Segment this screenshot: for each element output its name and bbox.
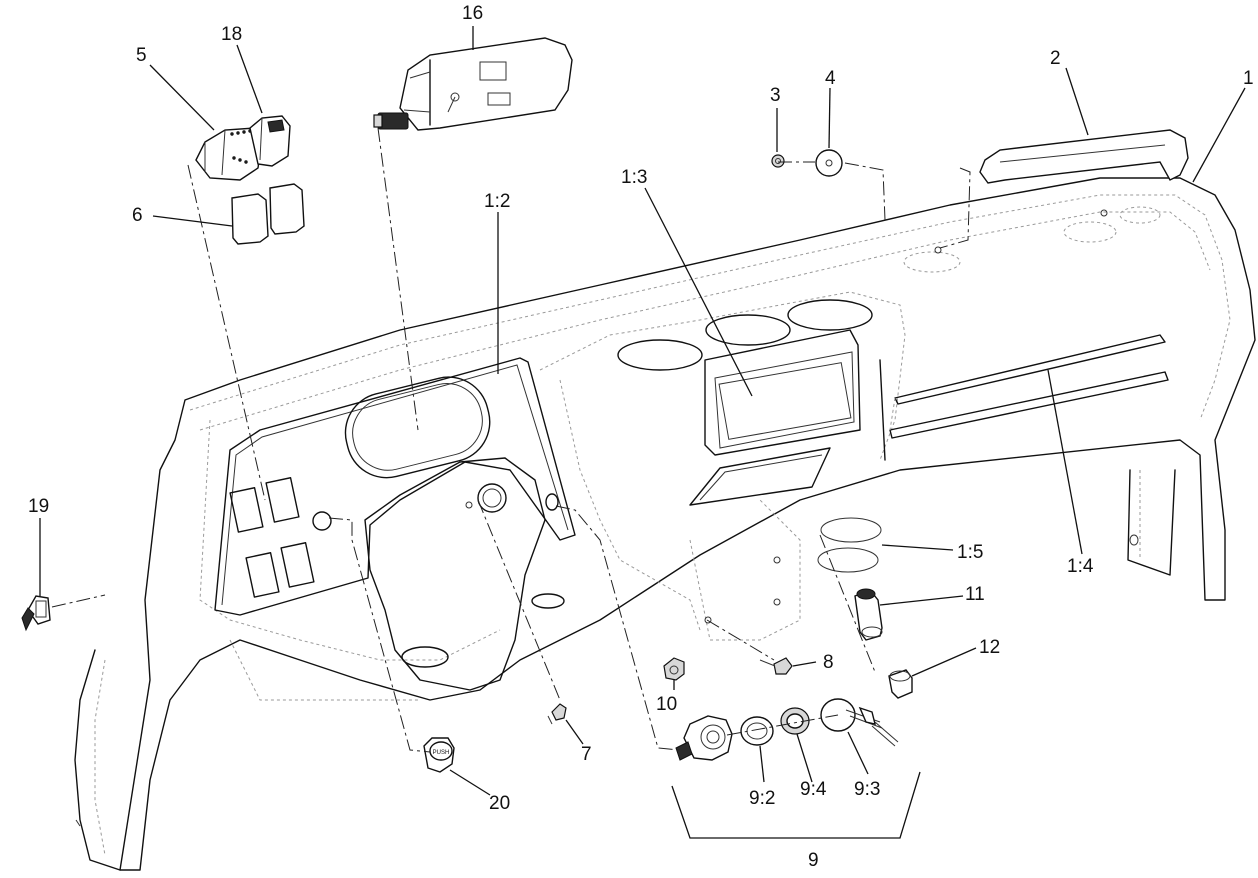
callout-6: 6 (132, 205, 143, 226)
callout-9-3: 9:3 (854, 779, 880, 800)
switch-caps-part-6 (231, 183, 305, 245)
callout-3: 3 (770, 85, 781, 106)
callout-1-2: 1:2 (484, 191, 510, 212)
screw-part-7 (547, 703, 567, 725)
center-console (531, 291, 906, 641)
callout-1: 1 (1243, 68, 1254, 89)
clip-part-19 (21, 595, 51, 632)
washers-part-1-5 (817, 517, 882, 573)
steering-cover (364, 457, 559, 691)
instrument-panel-1-2 (214, 357, 576, 616)
callout-labels: 1 2 3 4 5 6 7 8 9 9:2 9:3 9:4 10 11 12 1… (28, 3, 1254, 871)
callout-20: 20 (489, 793, 510, 814)
callout-9-2: 9:2 (749, 788, 775, 809)
callout-11: 11 (965, 584, 985, 605)
callout-9: 9 (808, 850, 819, 871)
gauge-part-16 (373, 37, 573, 131)
callout-5: 5 (136, 45, 147, 66)
callout-2: 2 (1050, 48, 1061, 69)
callout-7: 7 (581, 744, 592, 765)
callout-10: 10 (656, 694, 677, 715)
nut-part-3 (771, 154, 785, 168)
ignition-assembly-part-9 (671, 698, 921, 839)
callout-12: 12 (979, 637, 1000, 658)
callout-18: 18 (221, 24, 242, 45)
washer-part-4 (815, 149, 843, 177)
callout-1-3: 1:3 (621, 167, 647, 188)
callout-9-4: 9:4 (800, 779, 827, 800)
callout-1-5: 1:5 (957, 542, 983, 563)
callout-4: 4 (825, 68, 836, 89)
callout-1-4: 1:4 (1067, 556, 1094, 577)
nut-part-10 (663, 657, 685, 681)
socket-part-11 (854, 588, 883, 641)
push-button-part-20: PUSH (423, 737, 455, 773)
shelf-1-4 (889, 334, 1169, 439)
assembly-lines (51, 127, 971, 753)
push-button-text: PUSH (433, 750, 450, 756)
bolt-part-8 (759, 657, 793, 675)
switch-part-18 (249, 115, 291, 167)
callout-16: 16 (462, 3, 483, 24)
callout-19: 19 (28, 496, 49, 517)
handle-mounts (903, 206, 1161, 273)
cap-part-12 (888, 669, 913, 699)
grab-handle-part-2 (979, 129, 1189, 184)
callout-8: 8 (823, 652, 834, 673)
dashboard-panel (74, 177, 1256, 871)
leader-lines (39, 26, 1246, 796)
